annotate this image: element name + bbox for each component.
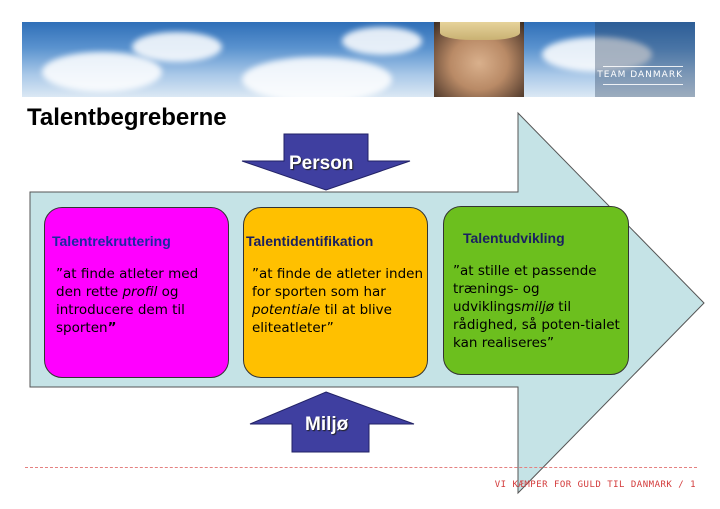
description-text: til at blive eliteatleter”	[252, 302, 392, 336]
person-arrow-label: Person	[289, 153, 354, 174]
cloud-shape	[242, 57, 392, 97]
footer-slogan: VI KÆMPER FOR GULD TIL DANMARK / 1	[494, 480, 696, 490]
talentidentifikation-heading: Talentidentifikation	[246, 233, 374, 249]
talentudvikling-heading: Talentudvikling	[463, 230, 565, 246]
description-text: til rådighed, så poten-tialet kan realis…	[453, 299, 620, 351]
talentidentifikation-description: ”at finde de atleter inden for sporten s…	[252, 265, 424, 337]
description-text: ”at finde de atleter inden for sporten s…	[252, 266, 424, 300]
description-text: ”at finde atleter med den rette	[56, 266, 199, 300]
talentudvikling-box	[443, 206, 629, 375]
brand-logo-text: TEAM DANMARK	[597, 70, 683, 80]
cloud-shape	[132, 32, 222, 62]
description-emphasis: miljø	[521, 299, 555, 315]
talentidentifikation-box	[243, 207, 428, 378]
description-emphasis: potentiale	[252, 302, 321, 318]
description-text: og introducere dem til sporten	[56, 284, 185, 336]
brand-divider	[603, 66, 683, 67]
brand-divider	[603, 84, 683, 85]
description-closing-quote: ”	[107, 320, 117, 336]
talentudvikling-description: ”at stille et passende trænings- og udvi…	[453, 262, 623, 352]
person-arrow-shape	[241, 133, 411, 191]
cloud-shape	[42, 52, 162, 92]
cloud-shape	[342, 27, 422, 55]
header-banner-photo: TEAM DANMARK	[22, 22, 695, 97]
talentrekruttering-description: ”at finde atleter med den rette profil o…	[56, 265, 226, 337]
talentrekruttering-box	[44, 207, 229, 378]
footer-divider	[25, 467, 697, 468]
page-title: Talentbegreberne	[27, 104, 227, 131]
miljo-arrow-label: Miljø	[305, 414, 349, 435]
athlete-hair	[440, 22, 520, 40]
talentrekruttering-heading: Talentrekruttering	[52, 233, 171, 249]
miljo-arrow-shape	[249, 391, 415, 453]
description-emphasis: profil	[122, 284, 158, 300]
description-text: ”at stille et passende trænings- og udvi…	[453, 263, 597, 315]
